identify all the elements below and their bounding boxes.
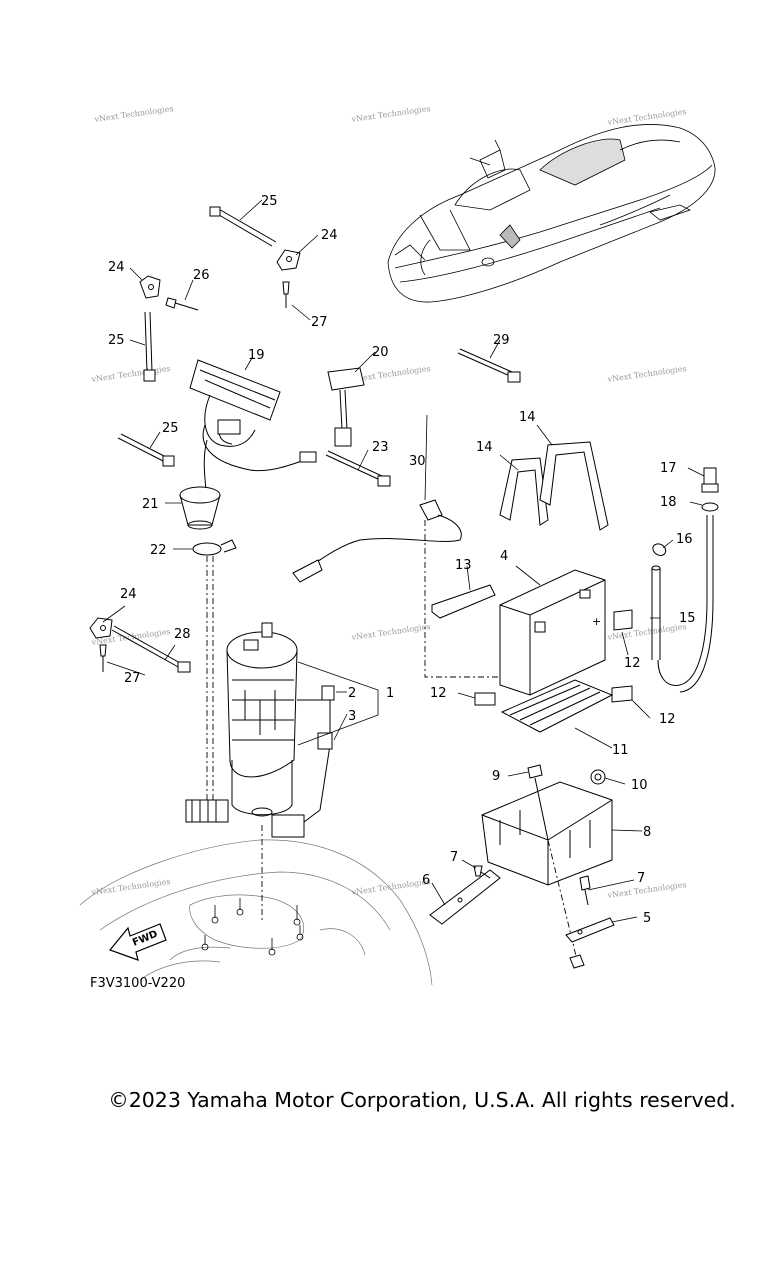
callout-6: 6 [422,873,430,888]
band-22 [192,539,237,556]
harness-connector-lower [185,799,229,823]
watermark-text: vNext Technologies [90,364,171,384]
cable-tie-25-left [143,311,156,382]
callout-12: 12 [624,656,641,671]
watermark-text: vNext Technologies [606,880,687,900]
fwd-arrow: FWD [108,923,167,961]
sensor-dash-line [424,520,500,678]
leader-lines [102,199,705,923]
callout-12: 12 [430,686,447,701]
hull-floor-outline [79,839,433,986]
callout-9: 9 [492,769,500,784]
parts-diagram: vNext Technologies vNext Technologies vN… [79,104,719,986]
clamp-16 [652,543,667,556]
callout-16: 16 [676,532,693,547]
callout-25: 25 [261,194,278,209]
screw-26 [165,297,199,311]
watermark-text: vNext Technologies [350,104,431,124]
cable-tie-25-mid [117,433,175,467]
harness-19 [189,359,317,491]
callout-15: 15 [679,611,696,626]
callout-24: 24 [321,228,338,243]
breather-17 [701,467,719,493]
rivet-27-top [282,281,290,308]
switch-20 [327,367,365,447]
callout-28: 28 [174,627,191,642]
callout-24: 24 [108,260,125,275]
battery-plate-13 [431,584,496,619]
battery-plus: + [592,615,601,628]
bracket-5 [565,917,615,943]
callout-1: 1 [386,686,394,701]
copyright-notice: ©2023 Yamaha Motor Corporation, U.S.A. A… [108,1088,736,1112]
callout-12: 12 [659,712,676,727]
callout-26: 26 [193,268,210,283]
pad-12-left [474,692,496,706]
callout-23: 23 [372,440,389,455]
callout-14: 14 [476,440,493,455]
callout-27: 27 [124,671,141,686]
rivet-7-right [579,875,591,906]
callout-5: 5 [643,911,651,926]
callout-10: 10 [631,778,648,793]
battery-strap-14-left [499,457,549,526]
bracket-6 [429,869,501,925]
battery-strap-14-right [539,441,609,531]
breather-hose [657,515,714,693]
callout-17: 17 [660,461,677,476]
callout-11: 11 [612,743,629,758]
hose-15 [651,565,661,660]
hull-bolts [201,898,304,956]
watermark-text: vNext Technologies [606,364,687,384]
battery-tray-11 [500,679,614,733]
filter-3 [317,732,333,750]
callout-30: 30 [409,454,426,469]
callout-3: 3 [348,709,356,724]
diagram-code: F3V3100-V220 [90,976,186,991]
callout-14: 14 [519,410,536,425]
callout-29: 29 [493,333,510,348]
cable-tie-29 [457,348,521,383]
callout-25: 25 [108,333,125,348]
callouts: 25 24 24 26 25 27 19 20 29 25 23 30 14 1… [108,194,696,926]
callout-2: 2 [348,686,356,701]
clamp-24-lower [89,617,113,639]
callout-19: 19 [248,348,265,363]
battery-4: + [499,569,606,696]
callout-4: 4 [500,549,508,564]
watermark-text: vNext Technologies [90,877,171,897]
rivet-27-lower [99,644,107,672]
callout-25: 25 [162,421,179,436]
rivet-7-left [473,865,491,879]
clamp-24-top [276,249,301,271]
pad-12-upper [613,609,633,631]
nut-10 [590,769,606,785]
callout-21: 21 [142,497,159,512]
callout-7: 7 [637,871,645,886]
sensor-30 [292,499,462,583]
watercraft-illustration [387,124,716,303]
watermark-text: vNext Technologies [93,104,174,124]
fuel-sender-2 [321,685,335,701]
cable-tie-28 [111,625,191,673]
callout-13: 13 [455,558,472,573]
callout-22: 22 [150,543,167,558]
bolt-9 [527,764,549,841]
callout-27: 27 [311,315,328,330]
callout-20: 20 [372,345,389,360]
callout-7: 7 [450,850,458,865]
washer-18 [701,502,719,512]
callout-8: 8 [643,825,651,840]
watermark-text: vNext Technologies [350,622,431,642]
nut-lower [569,954,585,969]
callout-24: 24 [120,587,137,602]
cable-tie-25-top [209,206,277,247]
clamp-24-left [139,275,161,299]
pad-12-right [611,685,633,703]
cable-tie-23 [325,450,391,487]
fuel-pump-assembly-1 [226,622,331,838]
callout-18: 18 [660,495,677,510]
watermark-text: vNext Technologies [350,877,431,897]
grommet-21 [179,486,221,530]
